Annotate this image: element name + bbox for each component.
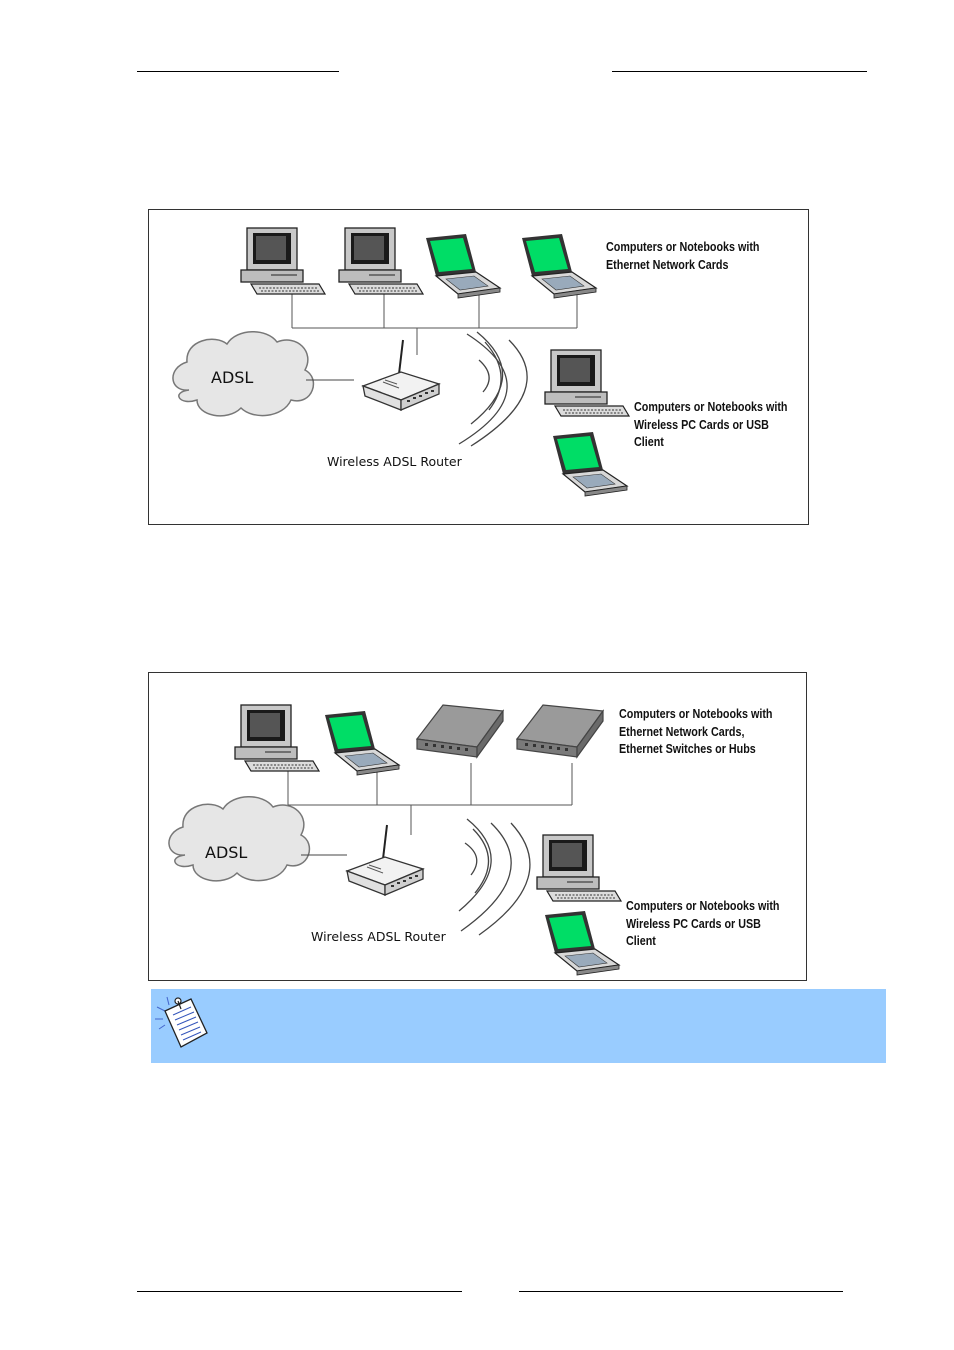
footer-rule-left xyxy=(137,1291,462,1292)
note-box xyxy=(151,989,886,1063)
header-rule-right xyxy=(612,71,867,72)
router-label: Wireless ADSL Router xyxy=(327,454,462,469)
router-label: Wireless ADSL Router xyxy=(311,929,446,944)
footer-rule-right xyxy=(519,1291,843,1292)
note-paper-icon xyxy=(155,996,208,1048)
wired-clients-label: Computers or Notebooks with Ethernet Net… xyxy=(619,706,772,759)
adsl-cloud xyxy=(172,331,315,417)
label-line: Computers or Notebooks with xyxy=(619,707,773,721)
wired-clients-label: Computers or Notebooks with Ethernet Net… xyxy=(606,239,759,274)
wireless-clients-label: Computers or Notebooks with Wireless PC … xyxy=(634,399,787,452)
wireless-clients-label: Computers or Notebooks with Wireless PC … xyxy=(626,898,779,951)
label-line: Wireless PC Cards or USB xyxy=(626,916,761,931)
label-line: Computers or Notebooks with xyxy=(606,240,760,254)
diagram-1-graphics xyxy=(172,227,630,497)
adsl-cloud xyxy=(168,796,311,882)
label-line: Wireless PC Cards or USB xyxy=(634,417,769,432)
label-line: Ethernet Switches or Hubs xyxy=(619,742,756,756)
label-line: Client xyxy=(626,934,656,948)
label-line: Ethernet Network Cards xyxy=(606,257,729,272)
label-line: Computers or Notebooks with xyxy=(626,899,780,913)
diagram-2-graphics xyxy=(168,704,622,976)
header-rule-left xyxy=(137,71,339,72)
network-diagram-1: ADSL Wireless ADSL Router Computers or N… xyxy=(148,209,809,525)
adsl-cloud-label: ADSL xyxy=(205,843,248,862)
label-line: Computers or Notebooks with xyxy=(634,400,788,414)
label-line: Ethernet Network Cards, xyxy=(619,724,745,739)
label-line: Client xyxy=(634,435,664,449)
network-diagram-2: ADSL Wireless ADSL Router Computers or N… xyxy=(148,672,807,981)
adsl-cloud-label: ADSL xyxy=(211,368,254,387)
